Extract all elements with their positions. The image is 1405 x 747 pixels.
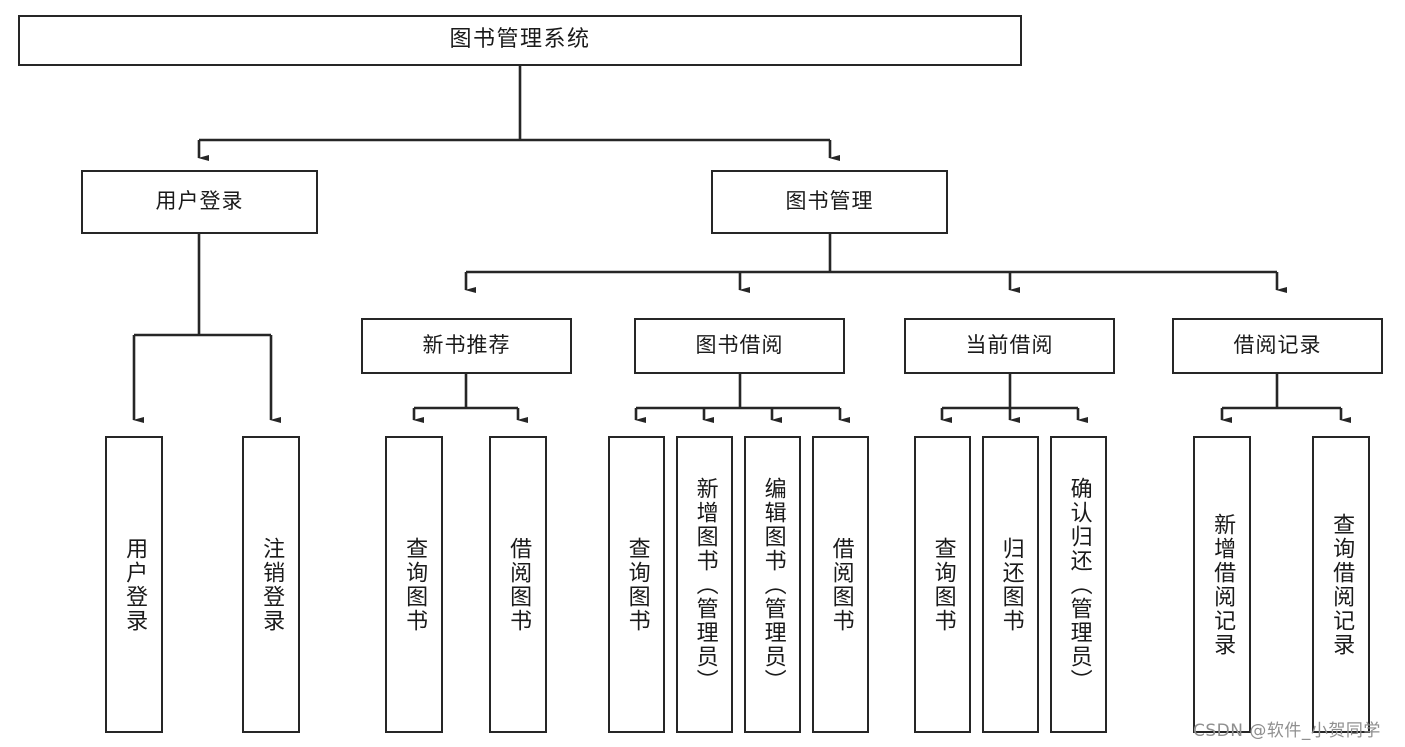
node-label: 确认归还（管理员） (1066, 476, 1092, 693)
leaf-confirm-return-admin[interactable]: 确认归还（管理员） (1050, 436, 1107, 733)
node-label: 图书管理系统 (449, 27, 591, 53)
leaf-query-borrow-record[interactable]: 查询借阅记录 (1312, 436, 1370, 733)
node-label: 新书推荐 (422, 333, 511, 358)
node-label: 新增图书（管理员） (692, 476, 718, 693)
leaf-query-book-current[interactable]: 查询图书 (914, 436, 971, 733)
node-book-borrow[interactable]: 图书借阅 (634, 318, 845, 374)
leaf-logout[interactable]: 注销登录 (242, 436, 300, 733)
node-label: 借阅图书 (828, 536, 854, 633)
node-label: 当前借阅 (965, 333, 1054, 358)
node-user-login[interactable]: 用户登录 (81, 170, 318, 234)
leaf-user-login[interactable]: 用户登录 (105, 436, 163, 733)
node-label: 用户登录 (122, 536, 148, 633)
node-label: 查询图书 (402, 536, 428, 633)
node-new-book-recommend[interactable]: 新书推荐 (361, 318, 572, 374)
leaf-edit-book-admin[interactable]: 编辑图书（管理员） (744, 436, 801, 733)
leaf-return-book[interactable]: 归还图书 (982, 436, 1039, 733)
node-label: 借阅记录 (1233, 333, 1322, 358)
leaf-query-book-recommend[interactable]: 查询图书 (385, 436, 443, 733)
leaf-borrow-book[interactable]: 借阅图书 (812, 436, 869, 733)
node-label: 编辑图书（管理员） (760, 476, 786, 693)
node-book-management[interactable]: 图书管理 (711, 170, 948, 234)
node-label: 归还图书 (998, 536, 1024, 633)
node-label: 注销登录 (259, 536, 285, 633)
node-current-borrow[interactable]: 当前借阅 (904, 318, 1115, 374)
node-borrow-record[interactable]: 借阅记录 (1172, 318, 1383, 374)
node-root-system[interactable]: 图书管理系统 (18, 15, 1022, 66)
leaf-add-book-admin[interactable]: 新增图书（管理员） (676, 436, 733, 733)
node-label: 查询借阅记录 (1329, 512, 1355, 657)
node-label: 图书借阅 (695, 333, 784, 358)
node-label: 借阅图书 (506, 536, 532, 633)
leaf-query-book-borrow[interactable]: 查询图书 (608, 436, 665, 733)
leaf-borrow-book-recommend[interactable]: 借阅图书 (489, 436, 547, 733)
node-label: 查询图书 (624, 536, 650, 633)
node-label: 用户登录 (155, 189, 244, 214)
node-label: 查询图书 (930, 536, 956, 633)
leaf-add-borrow-record[interactable]: 新增借阅记录 (1193, 436, 1251, 733)
node-label: 新增借阅记录 (1210, 512, 1236, 657)
node-label: 图书管理 (785, 189, 874, 214)
